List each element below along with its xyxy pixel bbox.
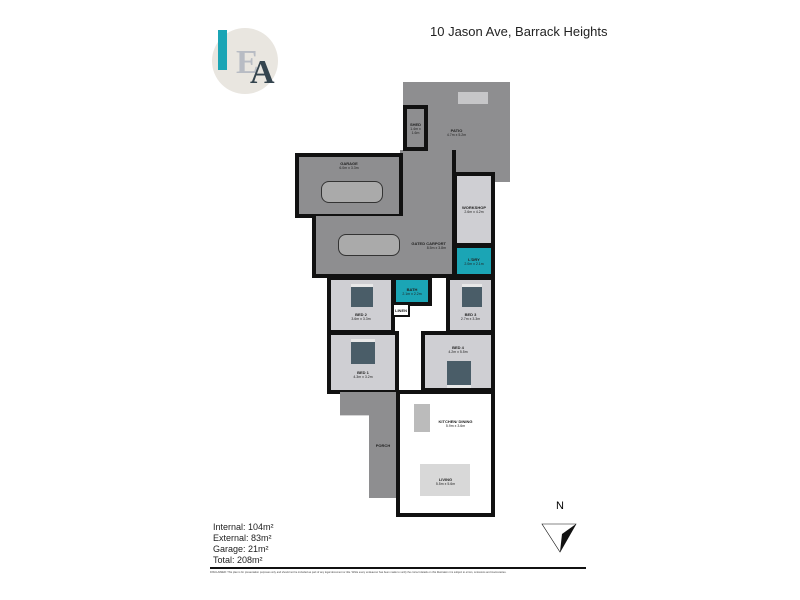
area-internal: Internal: 104m² [213,522,274,532]
room-name: SHED [409,121,422,127]
car-icon [321,181,383,203]
area-summary: Internal: 104m² External: 83m² Garage: 2… [213,522,274,566]
logo: E A [212,28,278,94]
room-dims: 2.0m x 2.1m [464,261,484,266]
room-name: BED 4 [452,345,464,350]
north-arrow-icon [541,523,577,553]
area-total: Total: 208m² [213,555,263,565]
disclaimer: DISCLAIMER: This plan is for presentatio… [210,571,507,574]
room-dims: 5.9m x 3.6m [445,423,466,428]
room-bath: BATH 2.1m x 2.2m [392,276,432,306]
room-dims: 4.3m x 3.2m [353,375,373,379]
bed-icon [447,361,471,388]
room-linen: LINEN [392,303,410,317]
compass-label: N [556,500,564,512]
room-name: L'DRY [468,256,480,262]
room-bed-3: BED 3 2.7m x 3.3m [446,276,495,334]
room-dims: 1.4m x 1.6m [410,126,421,135]
room-dims: 5.5m x 5.6m [435,482,456,486]
bed-icon [351,284,373,307]
room-dims: 2.6m x 4.2m [464,210,484,214]
room-dims: 2.7m x 3.3m [460,316,481,321]
property-title: 10 Jason Ave, Barrack Heights [430,24,608,39]
room-dims: 3.6m x 3.3m [351,316,371,321]
dining-table [414,404,430,432]
room-kitchen-dining: KITCHEN/ DINING 5.9m x 3.6m [396,390,495,452]
room-name: LIVING [438,477,453,482]
room-name: GARAGE [340,161,358,166]
bed-icon [351,339,375,364]
room-garage: GARAGE 6.0m x 3.3m [295,153,403,218]
room-bed-2: BED 2 3.6m x 3.3m [327,276,395,334]
room-porch: PORCH [340,392,398,498]
room-dims: 6.0m x 3.3m [339,166,359,170]
room-gated-carport: GATED CARPORT 8.5m x 3.8m [312,216,456,278]
room-dims: 8.5m x 3.8m [426,245,446,250]
room-name: BED 2 [355,311,367,317]
room-living: LIVING 5.5m x 5.6m [396,450,495,517]
room-name: PATIO [450,127,463,133]
room-dims: 4.7m x 5.2m [446,132,467,137]
room-name: LINEN [395,307,407,313]
room-name: WORKSHOP [462,205,486,210]
room-name: BED 1 [357,370,369,375]
room-workshop: WORKSHOP 2.6m x 4.2m [453,172,495,247]
room-name: KITCHEN/ DINING [438,418,473,424]
room-name: BED 3 [464,311,477,317]
room-name: BATH [406,286,418,292]
room-laundry: L'DRY 2.0m x 2.1m [453,244,495,278]
car-icon [338,234,400,256]
bed-icon [462,284,482,307]
room-name: GATED CARPORT [411,240,446,246]
divider [210,567,586,569]
area-external: External: 83m² [213,533,272,543]
room-shed: SHED 1.4m x 1.6m [403,105,428,151]
area-garage: Garage: 21m² [213,544,269,554]
room-dims: 4.2m x 5.5m [448,350,468,354]
room-bed-1: BED 1 4.3m x 3.2m [327,331,399,394]
room-bed-4: BED 4 4.2m x 5.5m [421,331,495,392]
room-name: PORCH [375,442,391,448]
room-dims: 2.1m x 2.2m [402,291,422,296]
